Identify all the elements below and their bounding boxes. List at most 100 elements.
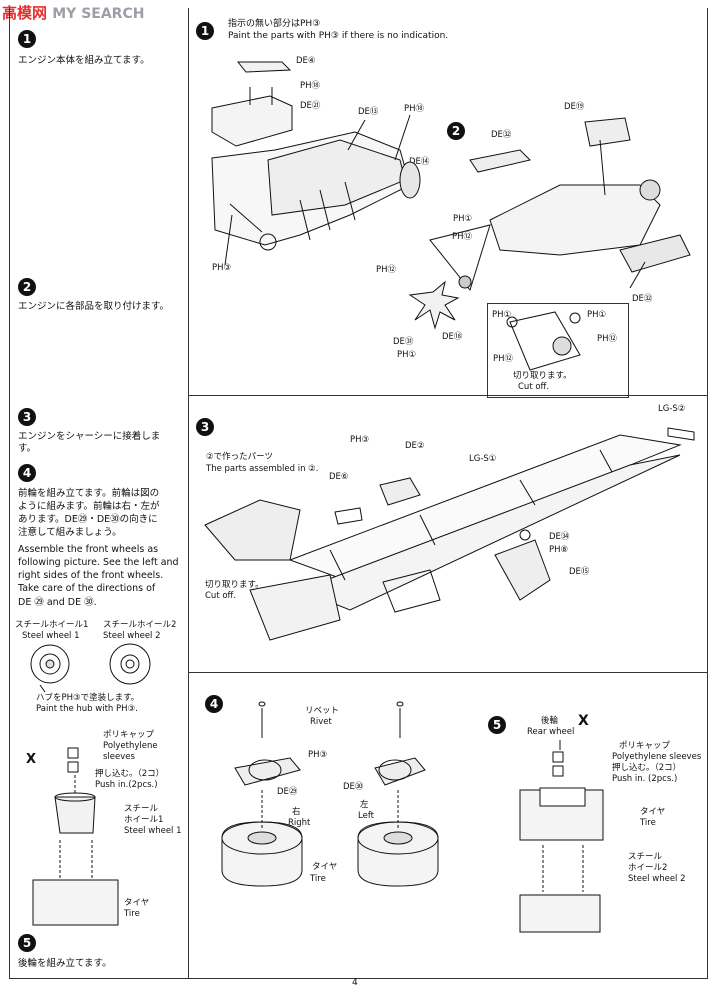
- step-number-4: 4: [18, 464, 36, 482]
- watermark: 高模网 MY SEARCH: [2, 2, 144, 23]
- rear-steel-jp-1: スチール: [628, 852, 663, 862]
- step4-en-1: Assemble the front wheels as: [18, 544, 159, 555]
- page-number: 4: [352, 978, 358, 988]
- cutoff-detail-box: [487, 303, 629, 398]
- label-ph1-d: PH①: [587, 310, 607, 320]
- paint-note-en: Paint the parts with PH③ if there is no …: [228, 31, 449, 41]
- rear-wheel-jp: 後輪: [541, 716, 559, 726]
- step1-instruction: エンジン本体を組み立てます。: [18, 55, 150, 66]
- label-de13: DE⑬: [358, 107, 379, 117]
- label-de36: DE㉞: [549, 532, 570, 542]
- rear-push-jp: 押し込む。（2コ）: [612, 763, 682, 773]
- label-de31: DE㉛: [393, 337, 414, 347]
- tire-en-right: Tire: [310, 874, 326, 884]
- label-de30: DE㉚: [343, 782, 364, 792]
- step4-en-4: Take care of the directions of: [18, 583, 156, 594]
- tire-jp-right: タイヤ: [312, 862, 338, 872]
- assembled-parts-en: The parts assembled in ②.: [206, 464, 319, 474]
- steel-wheel-drawings: [30, 643, 151, 926]
- label-ph3-c: PH③: [308, 750, 328, 760]
- cutoff-jp-2: 切り取ります。: [513, 371, 572, 381]
- wheel2-label-jp: スチールホイール2: [103, 620, 177, 630]
- label-ph12-d: PH⑫: [493, 354, 514, 364]
- wheel2-label-en: Steel wheel 2: [103, 631, 161, 641]
- hub-paint-en: Paint the hub with PH③.: [36, 704, 138, 714]
- left-wheel-jp: 左: [360, 800, 369, 810]
- step-number-5: 5: [18, 934, 36, 952]
- watermark-logo: 高模网: [2, 4, 48, 22]
- cutoff-jp-3: 切り取ります。: [205, 580, 264, 590]
- label-de19: DE⑲: [564, 102, 585, 112]
- label-ph1-a: PH①: [453, 214, 473, 224]
- rivet-jp: リベット: [305, 706, 340, 716]
- label-lgs1: LG-S①: [469, 454, 497, 464]
- label-de15: DE⑮: [569, 567, 590, 577]
- right-step-number-3: 3: [196, 418, 214, 436]
- front-wheel-drawings: [221, 701, 439, 887]
- divider-1: [188, 395, 707, 396]
- label-ph1-c: PH①: [492, 310, 512, 320]
- steel-wheel-en: Steel wheel 1: [124, 826, 182, 836]
- hub-paint-jp: ハブをPH③で塗装します。: [36, 693, 140, 703]
- tire-en: Tire: [124, 909, 140, 919]
- step4-en-3: right sides of the front wheels.: [18, 570, 164, 581]
- right-wheel-jp: 右: [292, 807, 301, 817]
- step-number-1: 1: [18, 30, 36, 48]
- steel-wheel-jp-2: ホイール1: [124, 815, 164, 825]
- engine-block-drawing: [211, 61, 421, 266]
- watermark-text: MY SEARCH: [52, 6, 145, 22]
- label-de2: DE②: [405, 441, 425, 451]
- push-in-en: Push in.(2pcs.): [95, 780, 158, 790]
- step3-instruction-2: す。: [18, 443, 37, 454]
- cutoff-en-3: Cut off.: [205, 591, 237, 601]
- right-step-number-4: 4: [205, 695, 223, 713]
- rear-steel-en: Steel wheel 2: [628, 874, 686, 884]
- label-ph12-c: PH⑫: [597, 334, 618, 344]
- right-step-number-1: 1: [196, 22, 214, 40]
- rear-steel-jp-2: ホイール2: [628, 863, 668, 873]
- label-ph3-b: PH③: [350, 435, 370, 445]
- right-step-number-2: 2: [447, 122, 465, 140]
- step4-jp-1: 前輪を組み立てます。前輪は図の: [18, 488, 160, 499]
- push-in-jp: 押し込む。（2コ）: [95, 769, 165, 779]
- rear-tire-en: Tire: [640, 818, 656, 828]
- tire-jp: タイヤ: [124, 898, 150, 908]
- label-lgs2: LG-S②: [658, 404, 686, 414]
- engine-parts-drawing: [408, 117, 691, 371]
- label-ph18-b: PH⑱: [404, 104, 425, 114]
- step4-en-2: following picture. See the left and: [18, 557, 179, 568]
- label-ph12-a: PH⑫: [452, 232, 473, 242]
- label-de6: DE⑥: [329, 472, 349, 482]
- polycap-en-1: Polyethylene: [103, 741, 158, 751]
- label-ph3-a: PH③: [212, 263, 232, 273]
- rear-tire-jp: タイヤ: [640, 807, 666, 817]
- step-number-2: 2: [18, 278, 36, 296]
- cutoff-en-2: Cut off.: [518, 382, 550, 392]
- label-ph8: PH⑧: [549, 545, 569, 555]
- polycap-jp: ポリキャップ: [103, 730, 155, 740]
- label-ph1-b: PH①: [397, 350, 417, 360]
- label-de14: DE⑭: [409, 157, 430, 167]
- label-de18: DE⑱: [442, 332, 463, 342]
- step-number-3: 3: [18, 408, 36, 426]
- step4-jp-4: 注意して組みましょう。: [18, 527, 122, 538]
- multiply-mark: X: [26, 752, 37, 767]
- chassis-drawing: [204, 427, 695, 641]
- label-de29: DE㉙: [277, 787, 298, 797]
- wheel1-label-en: Steel wheel 1: [22, 631, 80, 641]
- label-de21: DE㉑: [300, 101, 321, 111]
- label-de32-b: DE㉜: [632, 294, 653, 304]
- right-step-number-5: 5: [488, 716, 506, 734]
- step5-instruction: 後輪を組み立てます。: [18, 958, 112, 969]
- label-de4: DE④: [296, 56, 316, 66]
- step3-instruction-1: エンジンをシャーシーに接着しま: [18, 431, 161, 442]
- left-wheel-en: Left: [358, 811, 374, 821]
- rivet-en: Rivet: [310, 717, 332, 727]
- step4-en-5: DE ㉙ and DE ㉚.: [18, 597, 97, 608]
- step4-jp-2: ように組みます。前輪は右・左が: [18, 501, 160, 512]
- right-wheel-en: Right: [288, 818, 311, 828]
- label-ph18-a: PH⑱: [300, 81, 321, 91]
- divider-2: [188, 672, 707, 673]
- label-de32-a: DE㉜: [491, 130, 512, 140]
